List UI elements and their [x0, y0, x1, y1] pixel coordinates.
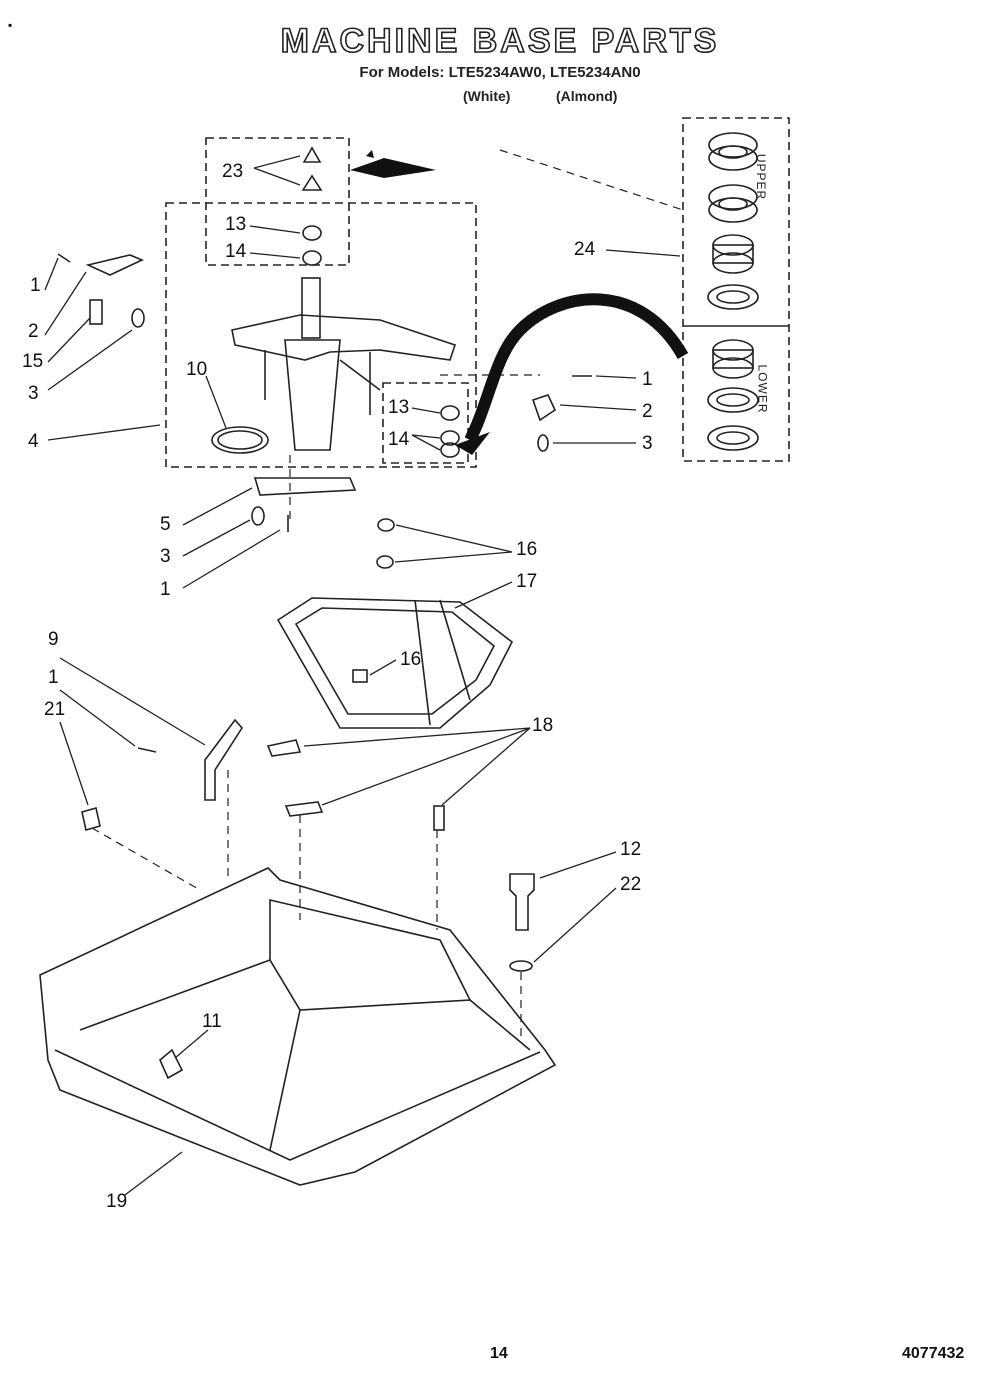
callout-18: 18	[532, 715, 554, 736]
part-14b	[440, 430, 460, 446]
page-title: MACHINE BASE PARTS	[280, 21, 720, 61]
callout-24: 24	[574, 239, 596, 260]
dashed-box-top	[205, 137, 350, 266]
label-lower: LOWER	[755, 364, 770, 414]
insert-arrow-curve	[464, 293, 689, 443]
dashed-box-bearings	[682, 117, 790, 462]
part-18b	[284, 801, 324, 817]
callout-10: 10	[186, 359, 208, 380]
callout-4: 4	[28, 431, 39, 452]
bearing-lower-3	[707, 425, 759, 451]
part-21-clip	[81, 806, 101, 832]
spider-hub	[284, 339, 341, 451]
callout-19: 19	[106, 1191, 128, 1212]
bearing-lower-1	[712, 339, 754, 379]
bearing-upper-2	[708, 184, 758, 223]
label-upper: UPPER	[754, 153, 769, 201]
part-3a	[131, 308, 145, 328]
callout-1d: 1	[48, 667, 59, 688]
part-15	[89, 299, 103, 325]
callout-13b: 13	[388, 397, 410, 418]
part-22-nut	[509, 960, 533, 972]
part-12-foot	[509, 873, 535, 931]
part-5-plate	[253, 477, 357, 496]
callout-11: 11	[202, 1011, 222, 1032]
callout-22: 22	[620, 874, 642, 895]
color-white: (White)	[463, 88, 511, 104]
bearing-lower-2	[707, 387, 759, 413]
part-13b	[440, 405, 460, 421]
shaft	[301, 277, 321, 339]
bearing-upper-1	[708, 132, 758, 171]
callout-14a: 14	[225, 241, 247, 262]
callout-1c: 1	[160, 579, 171, 600]
part-19-base	[39, 867, 557, 1186]
callout-23: 23	[222, 161, 244, 182]
insert-arrow-head	[455, 432, 490, 455]
part-2-bracket	[85, 254, 144, 276]
part-23b	[301, 174, 323, 191]
dashed-box-small	[382, 382, 469, 464]
callout-3c: 3	[160, 546, 171, 567]
callout-12: 12	[620, 839, 642, 860]
part-10-ring	[211, 426, 269, 454]
callout-1b: 1	[642, 369, 653, 390]
part-17-frame	[276, 597, 514, 729]
part-3b	[537, 434, 549, 452]
part-2b-bracket	[531, 394, 557, 422]
dashed-box-main	[165, 202, 477, 468]
part-1a-screw	[57, 253, 71, 263]
part-16b	[376, 555, 394, 569]
part-11-clip	[159, 1048, 184, 1080]
page-number: 14	[490, 1345, 508, 1362]
part-14a	[302, 250, 322, 266]
models-line: For Models: LTE5234AW0, LTE5234AN0	[359, 64, 641, 81]
callout-3a: 3	[28, 383, 39, 404]
callout-3b: 3	[642, 433, 653, 454]
doc-number: 4077432	[902, 1345, 965, 1362]
spider-arms	[231, 314, 457, 361]
top-arrow	[350, 158, 436, 178]
color-almond: (Almond)	[556, 88, 618, 104]
callout-16a: 16	[516, 539, 538, 560]
callout-15: 15	[22, 351, 44, 372]
part-13a	[302, 225, 322, 241]
callout-5: 5	[160, 514, 171, 535]
callout-2b: 2	[642, 401, 653, 422]
callout-1a: 1	[30, 275, 41, 296]
callout-17: 17	[516, 571, 538, 592]
part-3c	[251, 506, 265, 526]
callout-2a: 2	[28, 321, 39, 342]
part-16a	[377, 518, 395, 532]
corner-mark: ▪	[8, 18, 13, 32]
part-18a	[266, 739, 302, 757]
callout-9: 9	[48, 629, 59, 650]
part-23a	[302, 146, 322, 163]
callout-21: 21	[44, 699, 66, 720]
part-9-bracket	[204, 718, 243, 801]
bearing-upper-4	[707, 284, 759, 310]
part-18c	[433, 805, 445, 831]
callout-14b: 14	[388, 429, 410, 450]
part-16c	[352, 669, 368, 683]
part-1d-screw	[137, 747, 157, 753]
callout-13a: 13	[225, 214, 247, 235]
callout-16b: 16	[400, 649, 422, 670]
bearing-upper-3	[712, 234, 754, 274]
